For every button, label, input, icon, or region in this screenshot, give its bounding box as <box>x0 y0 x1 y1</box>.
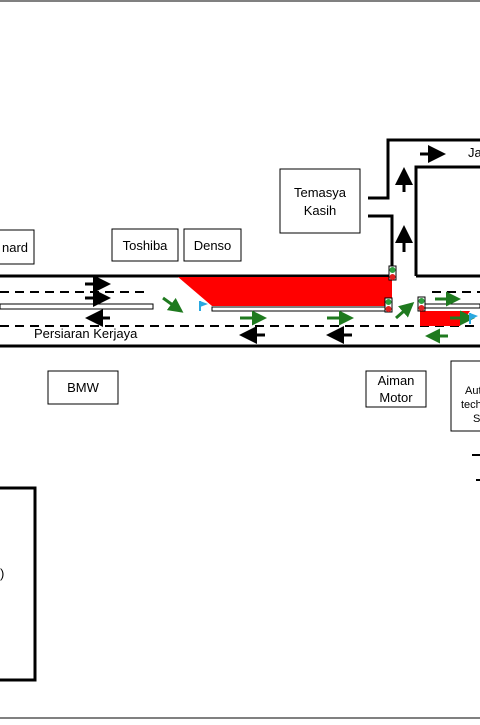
side-road-outer <box>368 138 480 200</box>
traffic-signal-icon <box>417 296 426 312</box>
auto-line3: Se <box>473 413 480 425</box>
aiman-line1: Aiman <box>378 373 415 388</box>
denso-label: Denso <box>194 238 232 253</box>
top-right-road-label: Ja <box>468 145 480 160</box>
building-auto-tech <box>450 360 480 432</box>
toshiba-label: Toshiba <box>123 238 169 253</box>
left-cut-label: nard <box>2 240 28 255</box>
building-denso <box>183 228 242 262</box>
building-toshiba <box>111 228 179 262</box>
median-left <box>0 303 154 310</box>
lane-closure-main <box>178 277 392 306</box>
building-bmw <box>47 370 119 405</box>
building-left-cut <box>0 229 35 265</box>
building-left-large <box>0 486 37 682</box>
flag-icon <box>199 301 208 311</box>
merge-arrow-icon <box>162 296 184 313</box>
side-road-inner-left <box>368 214 394 276</box>
side-road-inner-right <box>414 165 480 276</box>
building-aiman-motor <box>365 370 427 408</box>
lane-closure-right <box>420 311 470 326</box>
temasya-line2: Kasih <box>304 203 337 218</box>
temasya-line1: Temasya <box>294 185 347 200</box>
road-name-label: Persiaran Kerjaya <box>34 326 138 341</box>
traffic-signal-icon <box>388 265 397 281</box>
traffic-signal-icon <box>384 297 393 313</box>
bmw-label: BMW <box>67 380 100 395</box>
flag-icon <box>469 313 478 324</box>
median-right <box>424 303 480 309</box>
auto-line2: tech <box>461 399 480 411</box>
aiman-line2: Motor <box>379 390 413 405</box>
auto-line1: Aut <box>465 385 480 397</box>
left-large-label: ) <box>0 566 4 581</box>
building-temasya-kasih <box>279 168 361 234</box>
median-center <box>211 306 389 312</box>
diverge-arrow-icon <box>395 302 415 320</box>
